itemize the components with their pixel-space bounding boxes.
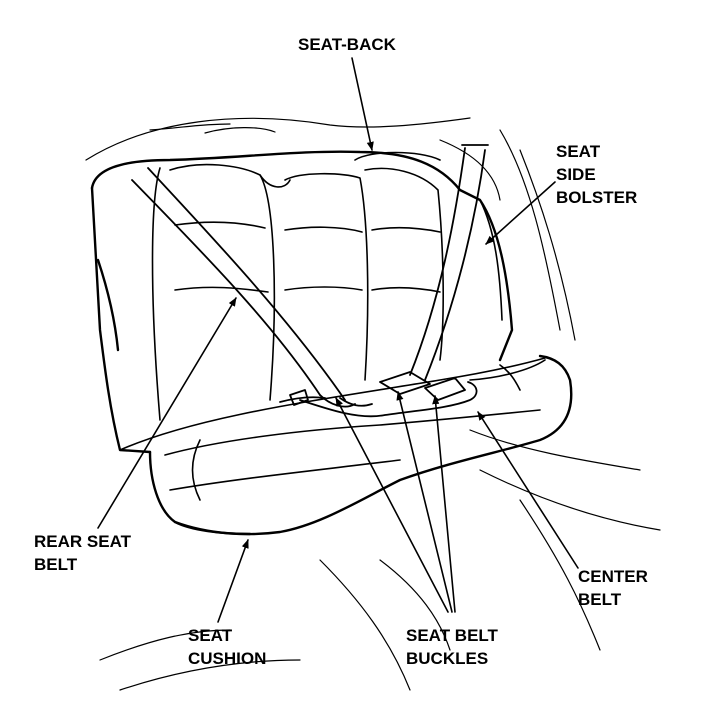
leader-center-belt bbox=[477, 411, 579, 569]
car-interior-outline bbox=[85, 117, 661, 691]
label-line: BELT bbox=[34, 555, 78, 574]
label-line: BOLSTER bbox=[556, 188, 638, 207]
label-seat-back: SEAT-BACK bbox=[298, 33, 396, 56]
leader-rear-belt bbox=[97, 297, 237, 529]
label-seat-cushion: SEAT CUSHION bbox=[188, 624, 266, 670]
label-line: CENTER bbox=[578, 567, 648, 586]
label-line: SEAT BELT bbox=[406, 626, 498, 645]
label-seat-belt-buckles: SEAT BELT BUCKLES bbox=[406, 624, 498, 670]
shoulder-belt-strap bbox=[409, 144, 489, 381]
seat-back-shape bbox=[90, 150, 514, 454]
label-rear-seat-belt: REAR SEAT BELT bbox=[34, 530, 131, 576]
label-line: SIDE bbox=[556, 165, 596, 184]
seat-cushion-panels bbox=[119, 357, 546, 501]
label-line: BUCKLES bbox=[406, 649, 489, 668]
label-center-belt: CENTER BELT bbox=[578, 565, 648, 611]
leader-cushion bbox=[217, 539, 249, 623]
leader-buckle-2 bbox=[396, 391, 453, 613]
label-line: SEAT bbox=[188, 626, 233, 645]
label-line: CUSHION bbox=[188, 649, 267, 668]
label-line: BELT bbox=[578, 590, 622, 609]
label-seat-back-line: SEAT-BACK bbox=[298, 35, 396, 54]
leader-buckle-3 bbox=[432, 395, 456, 613]
label-seat-side-bolster: SEAT SIDE BOLSTER bbox=[556, 140, 637, 209]
label-line: SEAT bbox=[556, 142, 601, 161]
seat-cushion-shape bbox=[148, 354, 573, 536]
leader-side-bolster bbox=[485, 181, 556, 245]
leader-lines bbox=[97, 57, 579, 623]
leader-seat-back bbox=[351, 57, 374, 151]
leader-buckle-1 bbox=[335, 397, 449, 613]
label-line: REAR SEAT bbox=[34, 532, 131, 551]
